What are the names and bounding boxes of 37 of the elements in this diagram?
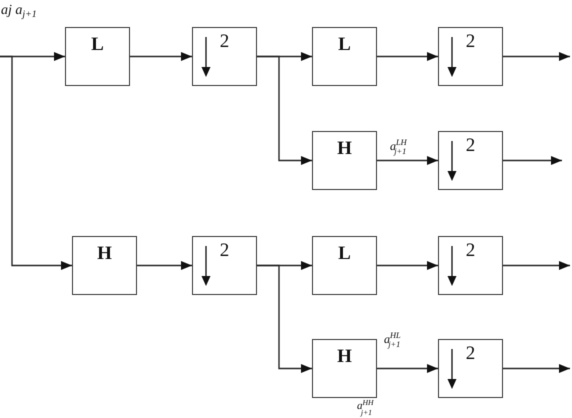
filter-label: L <box>91 35 104 54</box>
downsampler-box <box>192 236 257 295</box>
arrow <box>503 261 570 270</box>
filter-box <box>312 339 377 398</box>
factor-label: 2 <box>220 241 230 260</box>
filter-label: L <box>338 244 351 263</box>
arrow <box>257 56 312 165</box>
factor-label: 2 <box>220 32 230 51</box>
filter-box <box>312 27 377 86</box>
arrow <box>377 52 438 61</box>
downsampler-box <box>192 27 257 86</box>
factor-label: 2 <box>466 136 476 155</box>
arrow <box>503 156 562 165</box>
filter-label: L <box>338 35 351 54</box>
arrow <box>0 56 72 270</box>
arrow <box>257 264 312 373</box>
factor-label: 2 <box>466 32 476 51</box>
downsampler-box <box>438 339 503 398</box>
downsampler-box <box>438 131 503 190</box>
arrow <box>130 52 192 61</box>
factor-label: 2 <box>466 344 476 363</box>
filter-label: H <box>337 347 352 366</box>
arrow <box>377 261 438 270</box>
arrow <box>503 364 570 373</box>
filter-box <box>72 236 137 295</box>
filter-label: H <box>337 139 352 158</box>
downsampler-box <box>438 27 503 86</box>
arrow <box>137 261 192 270</box>
filter-label: H <box>97 244 112 263</box>
arrow <box>377 364 438 373</box>
filter-box <box>312 131 377 190</box>
filter-box <box>312 236 377 295</box>
filter-box <box>65 27 130 86</box>
downsampler-box <box>438 236 503 295</box>
arrow <box>377 156 438 165</box>
factor-label: 2 <box>466 241 476 260</box>
arrow <box>503 52 570 61</box>
